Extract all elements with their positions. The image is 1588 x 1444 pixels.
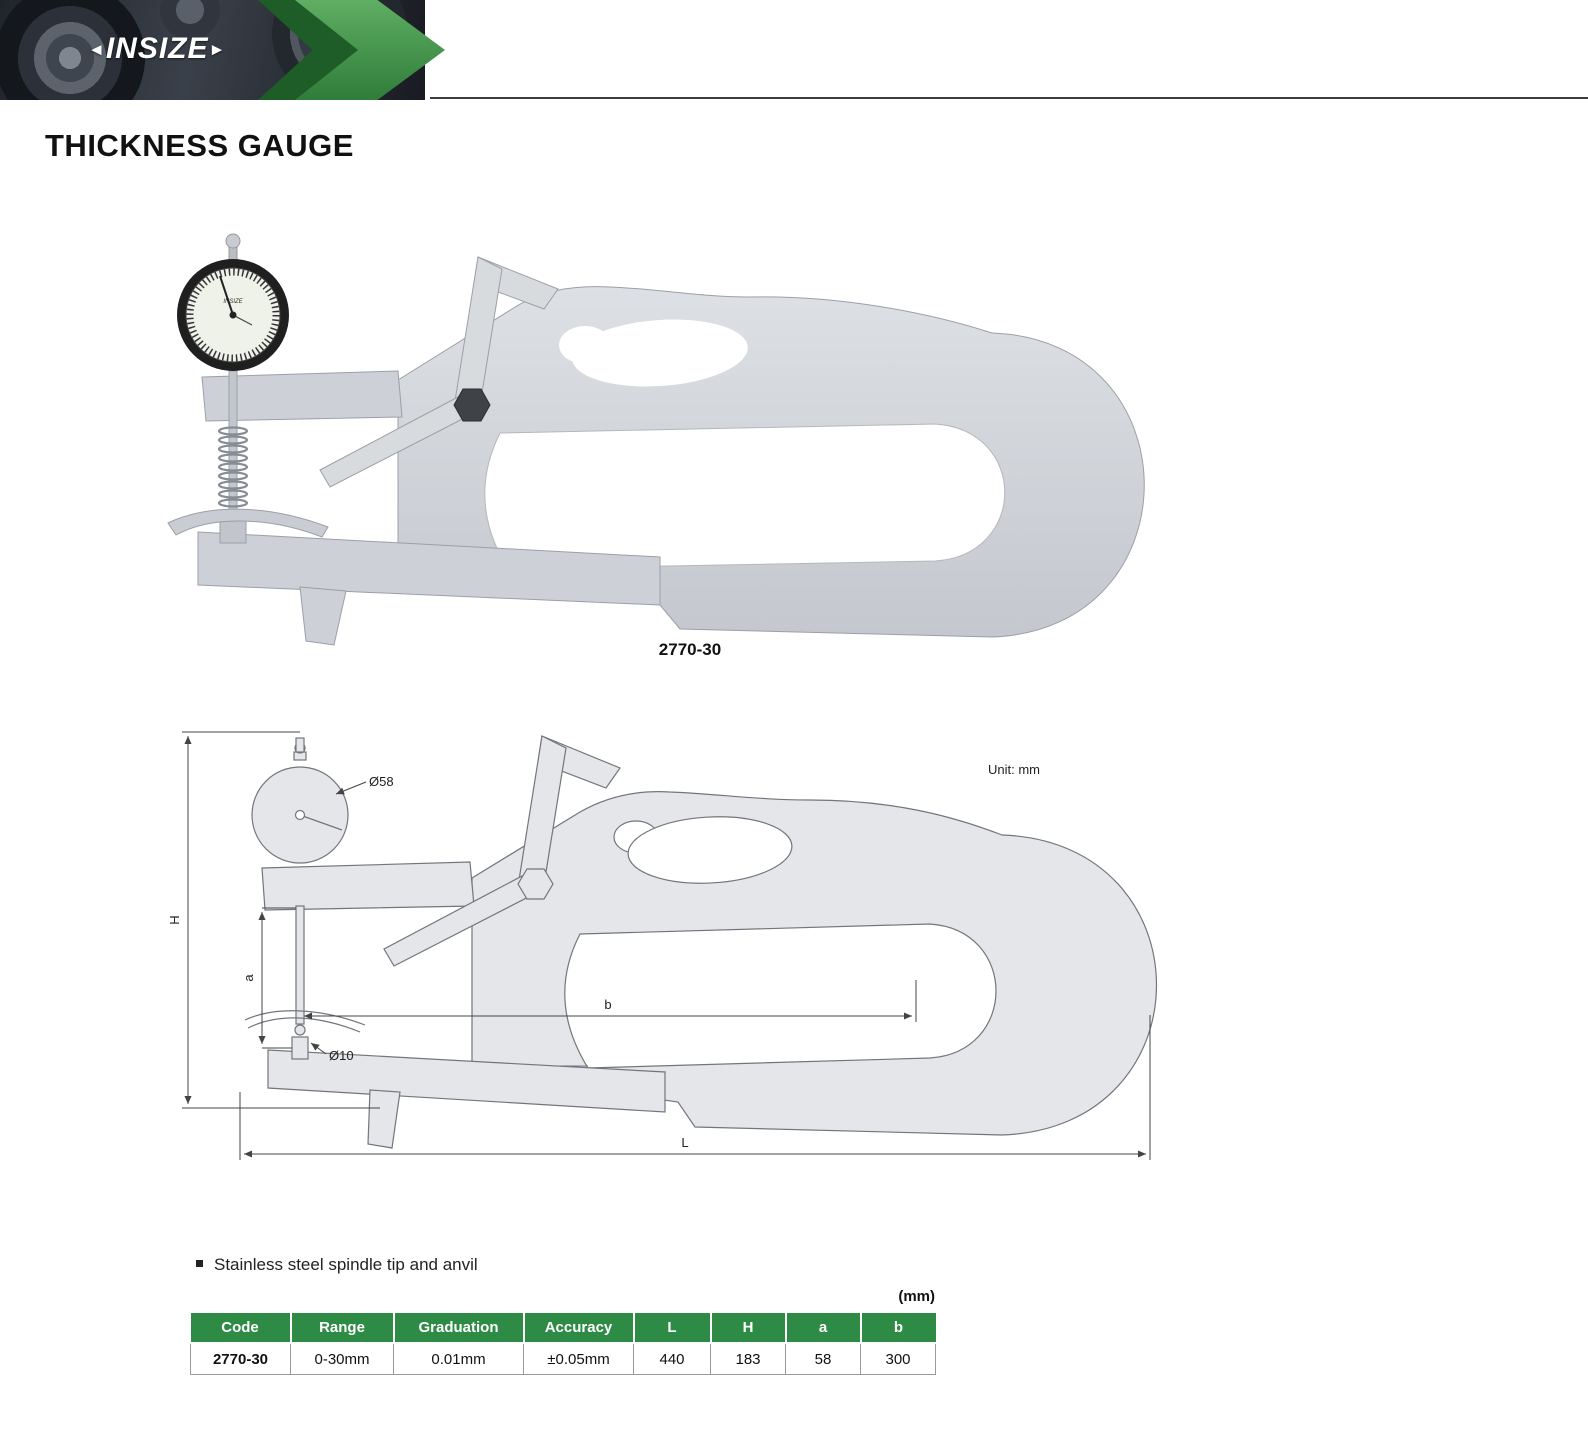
insize-logo: ◄INSIZE► bbox=[88, 32, 226, 66]
drawing-spindle-assembly bbox=[244, 905, 366, 1060]
dim-label-a: a bbox=[241, 974, 256, 982]
col-header-a: a bbox=[785, 1313, 862, 1344]
header-divider bbox=[430, 97, 1588, 99]
logo-left-arrow-icon: ◄ bbox=[88, 40, 106, 59]
cell-graduation: 0.01mm bbox=[393, 1342, 524, 1375]
gauge-body bbox=[397, 286, 1145, 638]
dim-label-b: b bbox=[604, 997, 611, 1012]
model-caption: 2770-30 bbox=[658, 640, 722, 659]
cell-h: 183 bbox=[710, 1342, 786, 1375]
product-photo: INSIZE bbox=[167, 233, 1145, 646]
cell-code: 2770-30 bbox=[190, 1342, 291, 1375]
support-foot bbox=[299, 586, 347, 646]
feature-text: Stainless steel spindle tip and anvil bbox=[214, 1255, 478, 1274]
anvil-arm bbox=[197, 531, 661, 646]
col-header-code: Code bbox=[190, 1313, 292, 1344]
col-header-l: L bbox=[633, 1313, 712, 1344]
col-header-h: H bbox=[710, 1313, 787, 1344]
table-row: 2770-30 0-30mm 0.01mm ±0.05mm 440 183 58… bbox=[190, 1342, 936, 1375]
cell-accuracy: ±0.05mm bbox=[523, 1342, 634, 1375]
drawing-release-lever bbox=[383, 735, 621, 967]
cell-range: 0-30mm bbox=[290, 1342, 394, 1375]
drawing-dial-arm bbox=[261, 861, 475, 911]
dial-knob bbox=[225, 233, 241, 249]
dim-label-h: H bbox=[167, 915, 182, 924]
col-header-graduation: Graduation bbox=[393, 1313, 525, 1344]
cell-a: 58 bbox=[785, 1342, 861, 1375]
dimension-lines: H a b L Ø58 Ø10 Unit: mm bbox=[167, 731, 1151, 1160]
page-title: THICKNESS GAUGE bbox=[45, 128, 354, 163]
hex-pivot bbox=[453, 388, 491, 422]
dial-ticks bbox=[186, 268, 280, 362]
dial-indicator: INSIZE bbox=[177, 233, 289, 371]
spindle-assembly bbox=[167, 370, 329, 544]
technical-drawing: H a b L Ø58 Ø10 Unit: mm bbox=[167, 731, 1157, 1160]
dim-label-l: L bbox=[681, 1135, 688, 1150]
feature-bullet: Stainless steel spindle tip and anvil bbox=[196, 1255, 478, 1275]
table-header-row: Code Range Graduation Accuracy L H a b bbox=[190, 1313, 936, 1344]
dial-brand-text: INSIZE bbox=[223, 299, 243, 305]
dial-needle bbox=[219, 275, 234, 316]
col-header-b: b bbox=[860, 1313, 936, 1344]
col-header-accuracy: Accuracy bbox=[523, 1313, 635, 1344]
table-unit-note: (mm) bbox=[898, 1288, 935, 1305]
drawing-unit-label: Unit: mm bbox=[988, 762, 1040, 777]
cell-b: 300 bbox=[860, 1342, 936, 1375]
spec-table: Code Range Graduation Accuracy L H a b 2… bbox=[190, 1313, 936, 1375]
anvil-block bbox=[219, 520, 247, 544]
header-banner: ◄INSIZE► bbox=[0, 0, 1588, 100]
dim-label-anvil-diameter: Ø10 bbox=[329, 1048, 354, 1063]
dim-label-dial-diameter: Ø58 bbox=[369, 774, 394, 789]
logo-right-arrow-icon: ► bbox=[208, 40, 227, 59]
col-header-range: Range bbox=[290, 1313, 395, 1344]
leaf-anvil bbox=[167, 508, 329, 538]
dial-arm bbox=[201, 370, 403, 422]
logo-text: INSIZE bbox=[105, 32, 209, 65]
release-lever bbox=[319, 256, 559, 488]
bullet-square-icon bbox=[196, 1260, 203, 1267]
drawing-dial bbox=[251, 737, 349, 864]
drawing-anvil-arm bbox=[267, 1049, 666, 1149]
cell-l: 440 bbox=[633, 1342, 711, 1375]
drawing-gauge-body bbox=[471, 791, 1157, 1136]
